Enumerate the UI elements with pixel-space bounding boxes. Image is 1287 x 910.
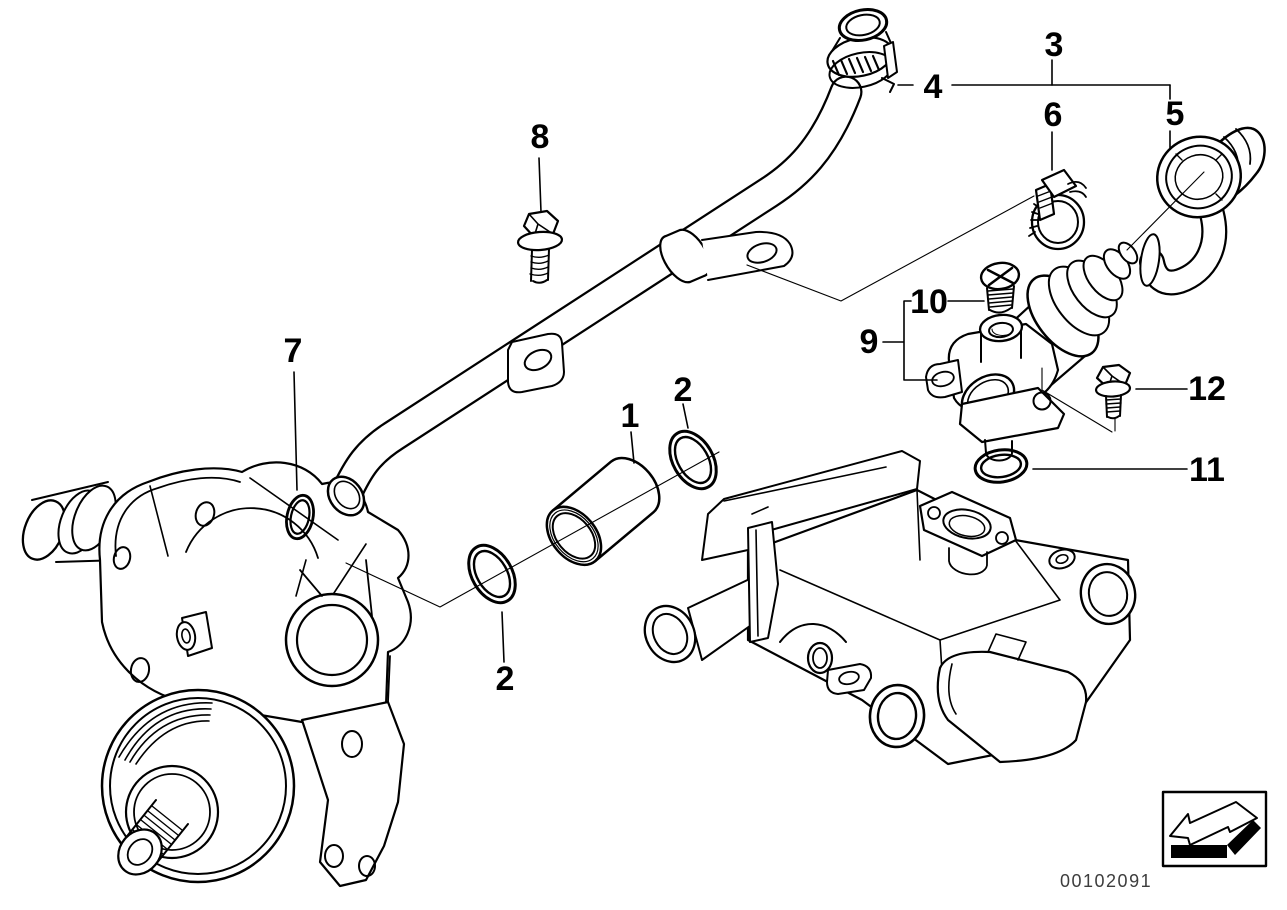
hose-clamp-band-hatch	[831, 54, 881, 77]
back-arrow-icon[interactable]	[1169, 801, 1261, 858]
callout-11[interactable]: 11	[1189, 451, 1225, 489]
callout-6[interactable]: 6	[1044, 96, 1063, 134]
callout-5[interactable]: 5	[1166, 95, 1185, 133]
callout-7[interactable]: 7	[284, 332, 303, 370]
o-ring-11	[973, 448, 1029, 484]
bolt-8-drawing	[516, 209, 564, 284]
callout-10[interactable]: 10	[910, 283, 948, 321]
water-pump-drawing	[21, 461, 412, 888]
leader-2-bottom	[501, 611, 505, 663]
pipe-top-fitting	[826, 8, 898, 93]
leader-1	[630, 431, 635, 464]
callout-leader-lines	[293, 59, 1188, 663]
callout-2-bottom[interactable]: 2	[496, 660, 515, 698]
leader-8	[538, 157, 542, 213]
bolt-12-drawing	[1094, 363, 1132, 420]
leader-2-top	[682, 403, 689, 429]
leader-7	[293, 371, 298, 491]
pipe-collar-bracket	[659, 228, 711, 284]
hose-clamp-6-drawing	[1028, 168, 1087, 251]
leader-9-bracket	[882, 300, 938, 381]
sleeve-part-drawing	[545, 456, 661, 567]
callout-3[interactable]: 3	[1045, 26, 1064, 64]
assembly-axis-lines	[345, 171, 1205, 608]
screw-10-drawing	[979, 261, 1021, 314]
o-ring-2-top	[668, 429, 718, 491]
sleeve-axis-line	[345, 451, 720, 608]
callout-2-top[interactable]: 2	[674, 371, 693, 409]
callout-labels: 1 2 2 3 4 5 6 7 8 9 10 11 12	[284, 26, 1226, 698]
connection-housing-drawing	[925, 241, 1139, 462]
callout-9[interactable]: 9	[860, 323, 879, 361]
hose-to-housing-line	[1126, 171, 1205, 251]
pipe-bracket-tab	[507, 332, 565, 394]
corner-nav[interactable]	[1161, 790, 1268, 868]
coolant-pipe-drawing	[326, 8, 898, 517]
o-ring-2-bottom	[467, 543, 517, 605]
callout-1[interactable]: 1	[621, 397, 640, 435]
pipe-to-housing-line	[746, 195, 1035, 302]
o-ring-7	[285, 493, 315, 541]
image-number: 00102091	[1060, 871, 1152, 891]
callout-4[interactable]: 4	[924, 68, 943, 106]
callout-12[interactable]: 12	[1188, 370, 1226, 408]
callout-8[interactable]: 8	[531, 118, 550, 156]
hose-5-drawing	[1139, 126, 1266, 296]
engine-manifold-drawing	[643, 450, 1137, 766]
